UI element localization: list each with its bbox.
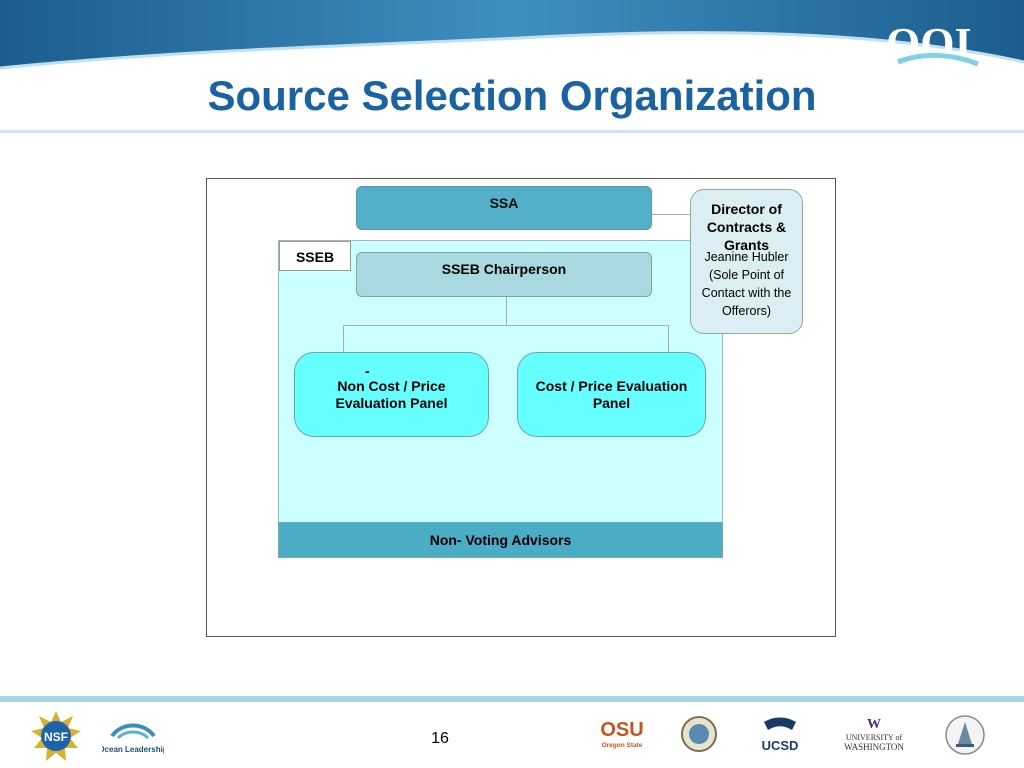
director-note-line1: (Sole Point of (708, 268, 785, 282)
sseb-label: SSEB (279, 241, 351, 271)
ssa-box: SSA (356, 186, 652, 230)
ucsd-logo: UCSD (756, 716, 804, 754)
director-note-line2: Contact with the (701, 286, 792, 300)
header-divider (0, 130, 1024, 133)
uw-logo-top: UNIVERSITY of (846, 733, 903, 742)
header-wave-background (0, 0, 1024, 70)
footer-band (0, 696, 1024, 702)
page-number: 16 (431, 730, 449, 747)
ocean-leadership-text: Ocean Leadership (102, 745, 164, 754)
director-title-line1: Director of (711, 201, 782, 217)
non-voting-advisors-bar: Non- Voting Advisors (278, 522, 723, 558)
cost-price-panel-box: Cost / Price Evaluation Panel (517, 352, 706, 437)
ooi-logo: OOI (878, 14, 998, 74)
ocean-leadership-logo: Ocean Leadership (98, 714, 168, 760)
connector-horizontal (343, 325, 668, 326)
director-details: Jeanine Hubler (Sole Point of Contact wi… (691, 248, 802, 320)
connector-right-down (668, 325, 669, 352)
university-seal-logo (680, 715, 718, 753)
sseb-chairperson-box: SSEB Chairperson (356, 252, 652, 297)
ship-seal-logo (944, 714, 986, 756)
non-cost-price-panel-box: - Non Cost / Price Evaluation Panel (294, 352, 489, 437)
panel-right-line1: Cost / Price Evaluation (535, 378, 688, 394)
uw-logo-bottom: WASHINGTON (844, 742, 904, 752)
panel-right-line2: Panel (592, 395, 631, 411)
osu-logo-subtext: Oregon State (602, 742, 643, 749)
director-title: Director of Contracts & Grants (691, 200, 802, 254)
uw-logo: W UNIVERSITY of WASHINGTON (836, 714, 912, 754)
osu-logo: OSU Oregon State (600, 714, 644, 754)
nsf-logo: NSF (30, 710, 82, 762)
osu-logo-text: OSU (600, 719, 643, 741)
panel-left-line1: Non Cost / Price (337, 378, 446, 394)
nsf-logo-text: NSF (44, 730, 68, 744)
director-name: Jeanine Hubler (704, 250, 789, 264)
connector-left-down (343, 325, 344, 352)
panel-left-line2: Evaluation Panel (335, 395, 448, 411)
director-box: Director of Contracts & Grants Jeanine H… (690, 189, 803, 334)
director-title-line3: Grants (723, 237, 770, 253)
connector-ssa-director (652, 214, 690, 215)
director-title-line2: Contracts & (706, 219, 787, 235)
svg-text:W: W (867, 717, 881, 732)
connector-chair-down (506, 297, 507, 325)
ucsd-logo-text: UCSD (762, 738, 799, 753)
panel-left-dash: - (365, 363, 370, 379)
director-note-line3: Offerors) (721, 304, 772, 318)
slide-title: Source Selection Organization (207, 72, 817, 119)
